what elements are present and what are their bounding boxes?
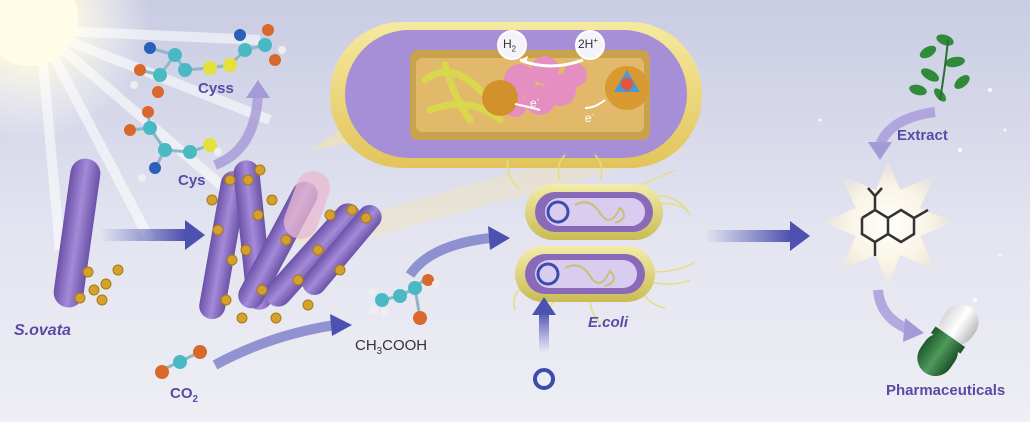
h2-label: H2	[503, 37, 516, 53]
s-ovata-cell	[53, 158, 101, 308]
plasmid-icon	[533, 368, 555, 390]
co2-molecule-icon	[155, 345, 207, 379]
nanoparticles-loose	[74, 264, 124, 306]
plant-leaves-icon	[909, 34, 970, 102]
cys-to-cyss-arrow	[213, 94, 263, 170]
arrow-co2-to-cluster	[212, 320, 336, 370]
cyss-molecule-icon	[130, 24, 286, 98]
arrow-acetate-to-ecoli	[405, 233, 491, 278]
magnified-cell	[330, 22, 702, 168]
sparkles	[818, 88, 1007, 302]
arrow-plasmid-to-ecoli	[532, 297, 556, 352]
cys-label: Cys	[178, 172, 206, 189]
electron-text-2: e	[585, 111, 592, 125]
two-h-superscript: +	[593, 36, 598, 45]
s-ovata-label: S.ovata	[14, 322, 71, 339]
arrow-extract	[875, 107, 936, 148]
product-molecule-icon	[822, 160, 955, 288]
electron-label-2: e-	[585, 110, 594, 125]
h2-subscript: 2	[511, 44, 517, 54]
arrow-to-hybrid	[100, 220, 205, 250]
electron-superscript-1: -	[536, 95, 540, 104]
acetate-text-b: COOH	[382, 337, 428, 354]
h2-text: H	[503, 37, 512, 51]
ecoli-cell	[506, 154, 691, 240]
ecoli-cell	[513, 246, 696, 324]
two-h-text: 2H	[578, 37, 594, 51]
electron-label-1: e-	[530, 95, 539, 110]
cyss-label: Cyss	[198, 80, 234, 97]
co2-label: CO2	[170, 385, 198, 405]
capsule-icon	[917, 303, 979, 377]
electron-text-1: e	[530, 96, 537, 110]
pharmaceuticals-label: Pharmaceuticals	[886, 382, 1006, 399]
electron-superscript-2: -	[591, 110, 595, 119]
acetate-text-a: CH	[355, 337, 377, 354]
cys-molecule-icon	[124, 106, 222, 182]
acetate-subscript: 3	[376, 346, 383, 357]
hybrid-cell-cluster	[199, 160, 382, 324]
two-h-plus-label: 2H+	[578, 36, 598, 51]
co2-subscript: 2	[192, 394, 198, 405]
acetate-label: CH3COOH	[355, 337, 427, 357]
arrow-ecoli-to-product	[705, 221, 810, 251]
acetic-acid-molecule-icon	[368, 274, 440, 325]
co2-text: CO	[170, 385, 193, 402]
nanoparticle-icon	[482, 80, 518, 116]
extract-label: Extract	[897, 127, 948, 144]
sun-icon	[0, 0, 272, 251]
ecoli-label: E.coli	[588, 314, 629, 331]
